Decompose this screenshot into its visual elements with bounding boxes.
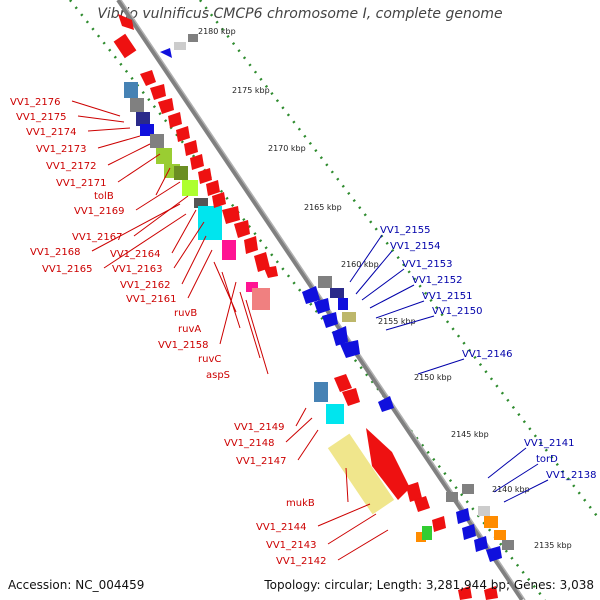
gene-label[interactable]: VV1_2158 [158,340,209,351]
gene-label[interactable]: VV1_2152 [412,275,463,286]
callout-line [77,115,125,123]
callout-line [107,143,151,166]
callout-line [91,203,181,252]
tick-label: 2165 kbp [304,203,342,212]
callout-line [87,127,131,132]
callout-line [493,463,539,493]
gene-label[interactable]: mukB [286,498,315,509]
gene-label[interactable]: VV1_2150 [432,306,483,317]
gene-label[interactable]: VV1_2155 [380,225,431,236]
gene-label[interactable]: VV1_2167 [72,232,123,243]
callout-line [133,195,189,237]
gene-blocks-left [113,33,432,542]
gene-label[interactable]: VV1_2148 [224,438,275,449]
gene-label[interactable]: VV1_2172 [46,161,97,172]
gene-label[interactable]: VV1_2144 [256,522,307,533]
callout-line [135,181,181,211]
gene-label[interactable]: VV1_2151 [422,291,473,302]
callout-line [285,417,313,443]
gene-label[interactable]: torD [536,454,558,465]
callout-line [187,249,213,299]
gene-label[interactable]: VV1_2153 [402,259,453,270]
gene-label[interactable]: VV1_2141 [524,438,575,449]
tick-labels: 2180 kbp 2175 kbp 2170 kbp 2165 kbp 2160 kbp… [198,27,572,550]
callout-line [103,213,187,269]
callout-line [355,250,393,295]
callout-line [297,429,319,461]
callout-line [369,284,415,309]
accession-text: Accession: NC_004459 [8,578,145,592]
callout-line [327,513,377,545]
gene-label[interactable]: tolB [94,191,114,202]
gene-label[interactable]: VV1_2154 [390,241,441,252]
callout-line [155,167,171,196]
map-title: Vibrio vulnificus CMCP6 chromosome I, co… [97,6,503,22]
callout-line [385,315,435,331]
left-gene-callouts: VV1_2176VV1_2175VV1_2174VV1_2173VV1_2172… [10,97,389,567]
tick-label: 2160 kbp [341,260,379,269]
right-gene-callouts: VV1_2155VV1_2154VV1_2153VV1_2152VV1_2151… [349,225,597,503]
gene-label[interactable]: VV1_2169 [74,206,125,217]
gene-label[interactable]: aspS [206,370,230,381]
callout-line [337,529,389,561]
callout-line [487,447,527,479]
callout-line [239,291,261,359]
callout-line [117,153,161,183]
gene-label[interactable]: VV1_2168 [30,247,81,258]
tick-label: 2135 kbp [534,541,572,550]
tick-label: 2140 kbp [492,485,530,494]
tick-label: 2170 kbp [268,144,306,153]
gene-label[interactable]: VV1_2176 [10,97,61,108]
callout-line [295,407,307,427]
gene-label[interactable]: VV1_2175 [16,112,67,123]
gene-label[interactable]: ruvA [178,324,201,335]
callout-line [219,281,237,345]
callout-line [375,300,425,319]
gene-label[interactable]: VV1_2142 [276,556,327,567]
tick-label: 2145 kbp [451,430,489,439]
gene-label[interactable]: VV1_2149 [234,422,285,433]
topology-summary: Topology: circular; Length: 3,281,944 bp… [264,578,594,592]
gene-label[interactable]: VV1_2164 [110,249,161,260]
tick-label: 2150 kbp [414,373,452,382]
callout-line [503,479,549,503]
gene-label[interactable]: VV1_2174 [26,127,77,138]
gene-label[interactable]: VV1_2162 [120,280,171,291]
callout-line [173,221,205,269]
callout-line [361,268,405,301]
gene-label[interactable]: VV1_2146 [462,349,513,360]
callout-line [417,358,465,375]
tick-guide-line [69,0,546,600]
tick-label: 2155 kbp [378,317,416,326]
callout-line [349,234,383,283]
tick-label: 2175 kbp [232,86,270,95]
callout-line [181,235,207,285]
tick-label: 2180 kbp [198,27,236,36]
callout-line [71,100,121,117]
tick-guide-line [199,0,600,521]
gene-label[interactable]: VV1_2173 [36,144,87,155]
gene-label[interactable]: VV1_2163 [112,264,163,275]
gene-label[interactable]: VV1_2171 [56,178,107,189]
gene-label[interactable]: VV1_2161 [126,294,177,305]
gene-label[interactable]: VV1_2138 [546,470,597,481]
gene-label[interactable]: VV1_2165 [42,264,93,275]
callout-line [245,299,269,375]
callout-line [345,467,349,503]
gene-arrows-red [118,14,498,600]
gene-label[interactable]: ruvC [198,354,221,365]
callout-line [317,503,371,527]
callout-line [97,135,141,149]
callout-line [171,209,197,254]
gene-label[interactable]: VV1_2147 [236,456,287,467]
gene-arrows-blue [160,34,514,562]
gene-label[interactable]: ruvB [174,308,197,319]
gene-label[interactable]: VV1_2143 [266,540,317,551]
